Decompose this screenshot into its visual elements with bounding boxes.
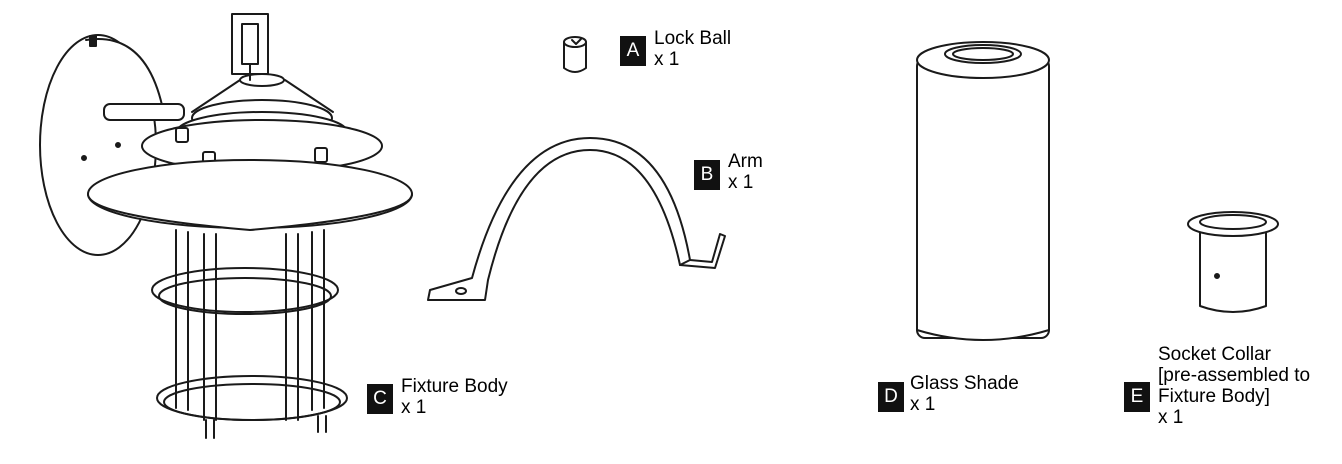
part-name-e-line3: Fixture Body] — [1158, 386, 1270, 407]
part-label-e: E Socket Collar [pre-assembled to Fixtur… — [1124, 344, 1310, 428]
part-badge-e: E — [1124, 382, 1150, 412]
part-qty-e: x 1 — [1158, 407, 1184, 428]
part-badge-a: A — [620, 36, 646, 66]
arm-illustration — [427, 137, 726, 301]
part-label-a: A Lock Ball x 1 — [620, 28, 731, 70]
part-name-b: Arm — [728, 151, 763, 172]
part-name-e-line1: Socket Collar — [1158, 344, 1271, 365]
socket-collar-illustration — [1187, 211, 1279, 313]
part-badge-d: D — [878, 382, 904, 412]
part-name-a: Lock Ball — [654, 28, 732, 49]
part-label-b: B Arm x 1 — [694, 151, 763, 193]
lock-ball-illustration — [563, 36, 587, 73]
part-label-c: C Fixture Body x 1 — [367, 376, 508, 418]
part-name-d: Glass Shade — [910, 373, 1019, 394]
part-name-c: Fixture Body — [401, 376, 508, 397]
part-badge-b: B — [694, 160, 720, 190]
part-qty-a: x 1 — [654, 49, 680, 70]
part-name-e-line2: [pre-assembled to — [1158, 365, 1311, 386]
part-qty-c: x 1 — [401, 397, 427, 418]
glass-shade-illustration — [916, 41, 1050, 341]
part-qty-d: x 1 — [910, 394, 936, 415]
part-label-d: D Glass Shade x 1 — [878, 373, 1019, 415]
part-badge-c: C — [367, 384, 393, 414]
part-qty-b: x 1 — [728, 172, 754, 193]
fixture-body-illustration — [39, 13, 413, 439]
